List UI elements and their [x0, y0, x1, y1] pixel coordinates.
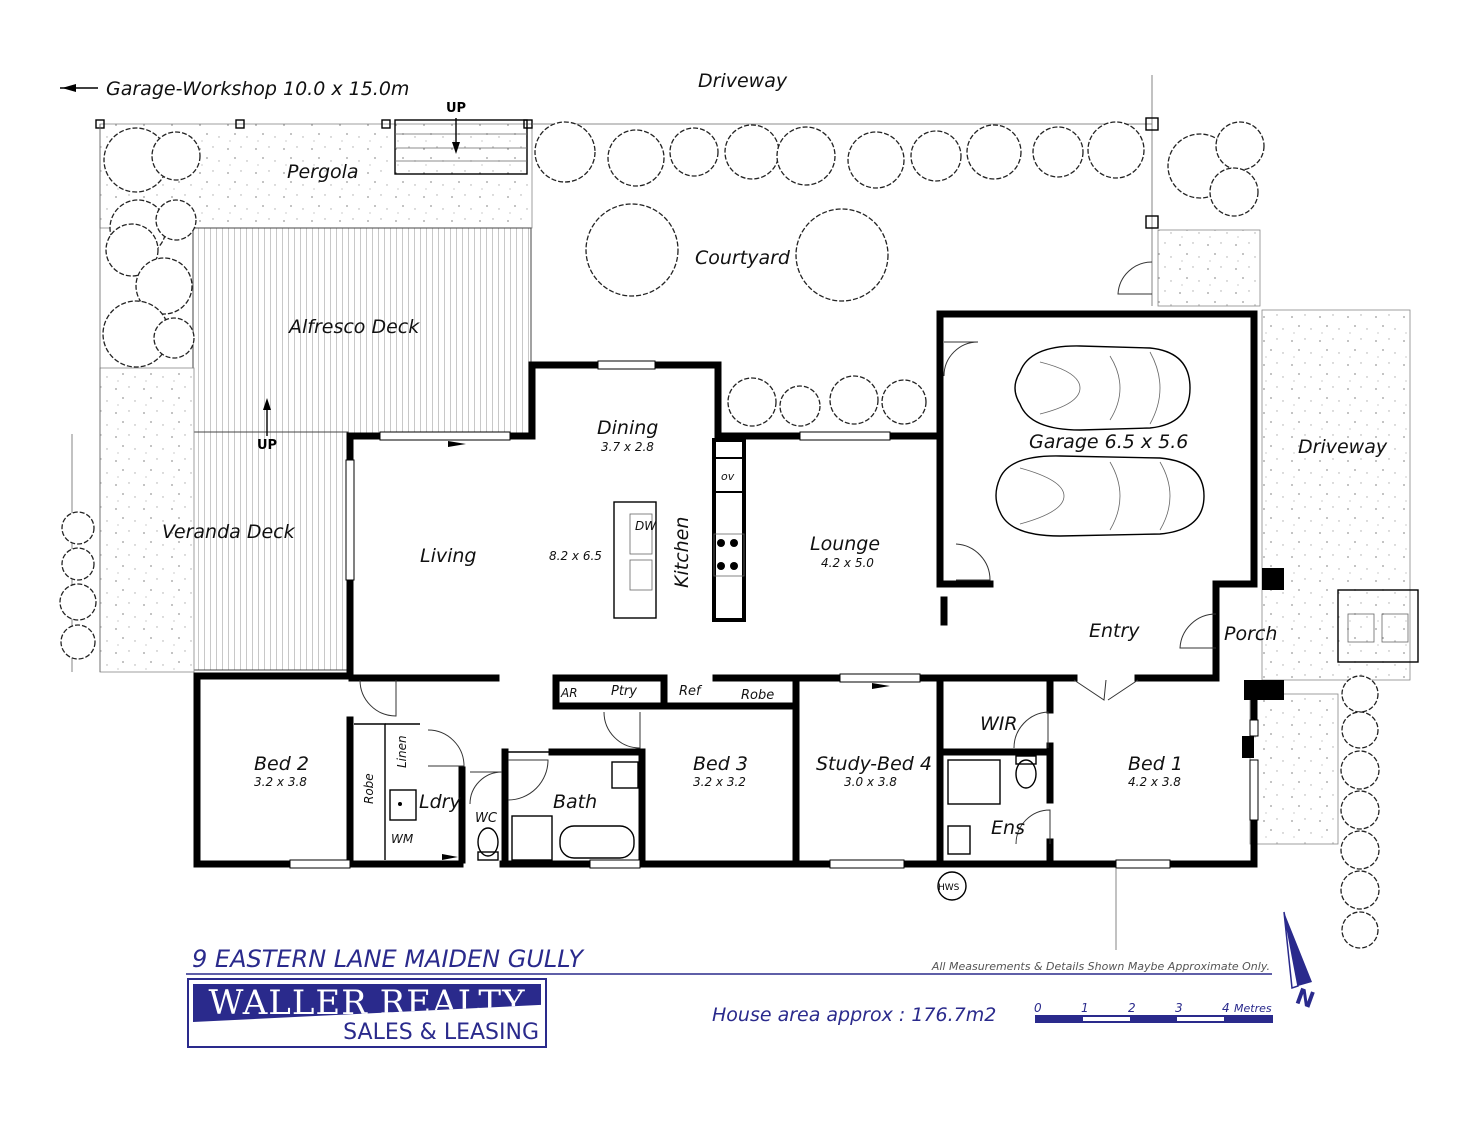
north-label: N [1292, 984, 1318, 1014]
scale-tick-3: 3 [1175, 1001, 1183, 1015]
lounge-dim: 4.2 x 5.0 [821, 556, 874, 570]
ldry-label: Ldry [419, 791, 461, 813]
entry-label: Entry [1089, 620, 1140, 642]
robe-hall-label: Robe [741, 688, 774, 703]
dining-label: Dining [597, 417, 658, 439]
dishwasher-label: DW [635, 519, 657, 533]
windows [289, 360, 1259, 869]
kitchen-label: Kitchen [671, 517, 693, 588]
north-arrow [1283, 911, 1312, 990]
washing-machine-label: WM [391, 832, 414, 846]
bed3-dim: 3.2 x 3.2 [693, 775, 746, 789]
room-labels: Dining 3.7 x 2.8 Living 8.2 x 6.5 Kitche… [254, 417, 1277, 839]
lounge-label: Lounge [810, 533, 880, 555]
ens-label: Ens [991, 817, 1025, 839]
scale-tick-4: 4 [1222, 1001, 1230, 1015]
driveway-top-label: Driveway [698, 70, 788, 92]
living-dim: 8.2 x 6.5 [549, 549, 602, 563]
ar-label: AR [560, 686, 578, 700]
wir-label: WIR [980, 713, 1018, 735]
veranda-deck-label: Veranda Deck [162, 521, 296, 543]
linen-label: Linen [395, 735, 409, 768]
up-label-deck: UP [257, 438, 277, 453]
fridge-label: Ref [679, 684, 703, 699]
agency-tagline: SALES & LEASING [343, 1020, 539, 1045]
porch-label: Porch [1224, 623, 1277, 645]
garage-label: Garage 6.5 x 5.6 [1029, 431, 1188, 453]
alfresco-deck-label: Alfresco Deck [287, 316, 420, 338]
fixture-labels: DW ov AR Ptry Ref Robe Robe Linen WM HWS [362, 470, 960, 893]
site-labels: Garage-Workshop 10.0 x 15.0m Driveway Dr… [106, 70, 1388, 543]
scale-tick-1: 1 [1081, 1001, 1089, 1015]
agency-logo: WALLER REALTY SALES & LEASING [187, 978, 547, 1048]
study-bed4-dim: 3.0 x 3.8 [844, 775, 897, 789]
alfresco-deck [192, 227, 532, 435]
driveway-right-label: Driveway [1298, 436, 1388, 458]
bed2-label: Bed 2 [254, 753, 309, 775]
disclaimer-text: All Measurements & Details Shown Maybe A… [931, 960, 1270, 973]
courtyard-label: Courtyard [695, 247, 791, 269]
bed3-label: Bed 3 [693, 753, 748, 775]
landscaping [59, 121, 1380, 949]
property-address: 9 EASTERN LANE MAIDEN GULLY [192, 945, 585, 973]
doors [359, 341, 1217, 845]
scale-bar [1035, 1015, 1273, 1023]
veranda-deck [99, 367, 349, 673]
bed1-dim: 4.2 x 3.8 [1128, 775, 1181, 789]
cars [995, 345, 1205, 537]
pergola-label: Pergola [287, 161, 359, 183]
garage-workshop-label: Garage-Workshop 10.0 x 15.0m [106, 78, 409, 100]
scale-tick-2: 2 [1128, 1001, 1136, 1015]
scale-labels: 0 1 2 3 4 Metres [1034, 1001, 1272, 1015]
dining-dim: 3.7 x 2.8 [601, 440, 654, 454]
wc-label: WC [475, 811, 498, 826]
bath-label: Bath [553, 791, 597, 813]
pantry-label: Ptry [611, 684, 637, 699]
up-label-top: UP [446, 101, 466, 116]
robe-bed2-label: Robe [362, 773, 376, 804]
oven-label: ov [721, 470, 735, 483]
fixtures [389, 501, 1037, 901]
bed1-label: Bed 1 [1128, 753, 1183, 775]
scale-tick-0: 0 [1034, 1001, 1042, 1015]
bed2-dim: 3.2 x 3.8 [254, 775, 307, 789]
hws-label: HWS [938, 883, 960, 893]
agency-name: WALLER REALTY [193, 984, 541, 1022]
house-area-text: House area approx : 176.7m2 [712, 1004, 996, 1026]
scale-unit: Metres [1234, 1002, 1272, 1015]
study-bed4-label: Study-Bed 4 [816, 753, 932, 775]
living-label: Living [420, 545, 477, 567]
